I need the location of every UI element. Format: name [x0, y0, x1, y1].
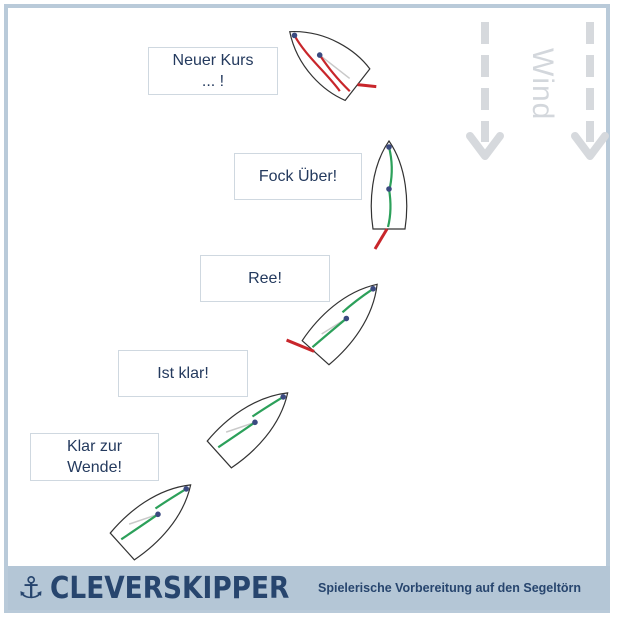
diagram-frame — [4, 4, 610, 613]
command-ree: Ree! — [200, 255, 330, 302]
brand-tagline: Spielerische Vorbereitung auf den Segelt… — [318, 581, 582, 595]
anchor-icon: ⚓ — [17, 570, 45, 606]
wind-arrow-right — [571, 22, 609, 160]
brand-footer: ⚓ CLEVERSKIPPER Spielerische Vorbereitun… — [8, 566, 610, 610]
command-ready-to-tack: Klar zur Wende! — [30, 433, 159, 481]
wind-arrow-left — [466, 22, 504, 160]
command-line: Ist klar! — [157, 365, 209, 382]
command-line: ... ! — [201, 73, 225, 90]
boat-jib-over — [370, 139, 408, 250]
command-line: Fock Über! — [258, 168, 338, 185]
boat-ready-to-tack — [109, 484, 192, 561]
boat-ready — [206, 392, 289, 469]
command-jib-over: Fock Über! — [234, 153, 362, 200]
command-line: Wende! — [67, 459, 122, 476]
boat-ree — [286, 283, 378, 366]
command-line: Klar zur — [66, 438, 123, 455]
boat-new-course — [289, 31, 377, 102]
command-ready: Ist klar! — [118, 350, 248, 397]
command-line: Neuer Kurs — [172, 52, 254, 69]
brand-name: CLEVERSKIPPER — [50, 570, 290, 606]
command-line: Ree! — [248, 270, 282, 287]
command-new-course: Neuer Kurs ... ! — [148, 47, 278, 95]
